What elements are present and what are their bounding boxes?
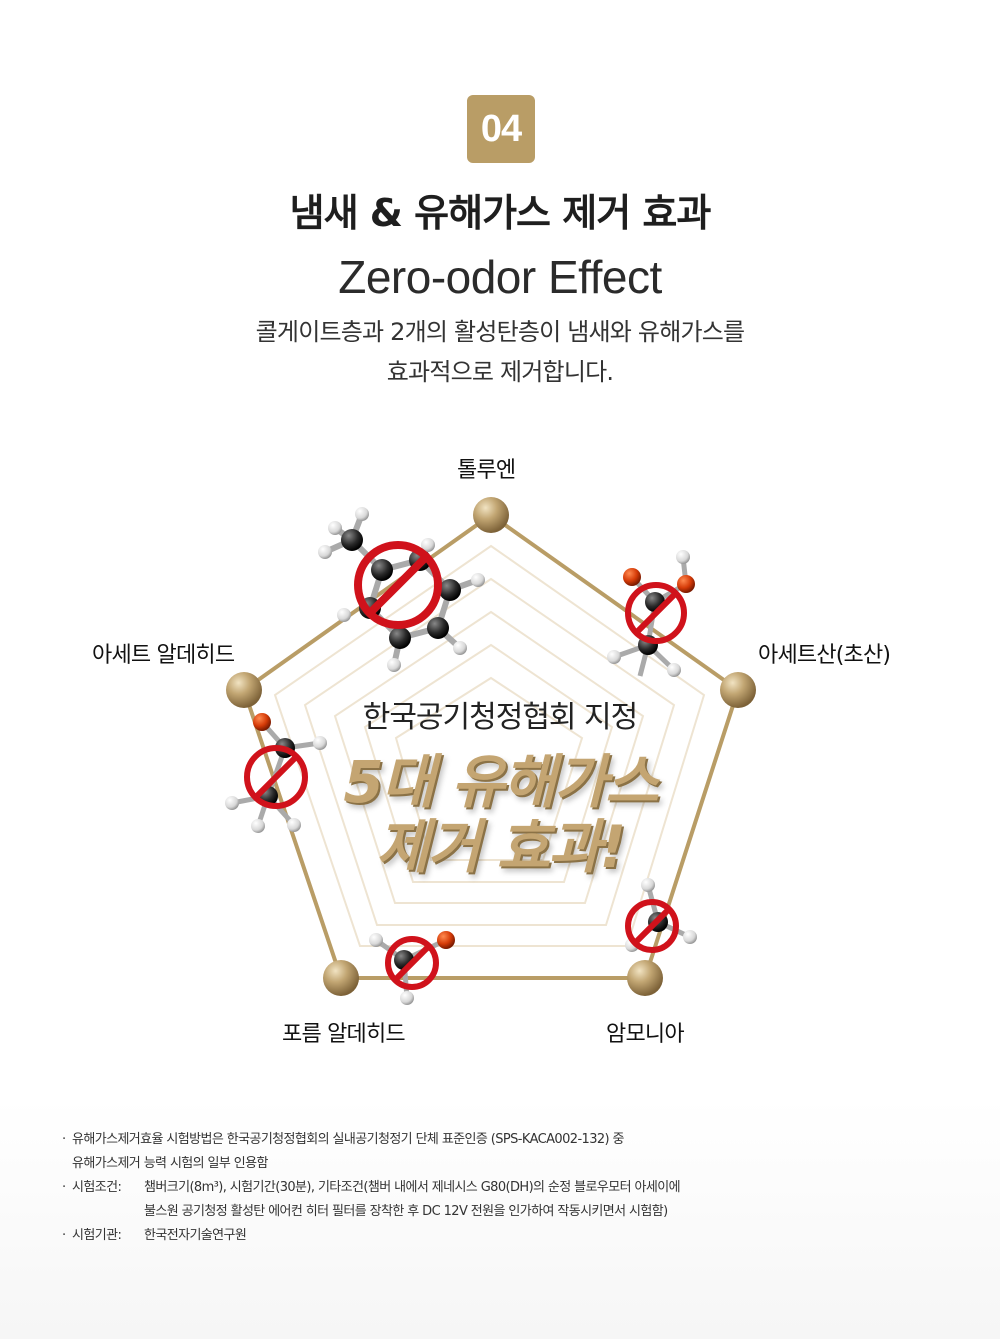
footnote-line: 유해가스제거효율 시험방법은 한국공기청정협회의 실내공기청정기 단체 표준인증… xyxy=(72,1132,625,1147)
footnote-item: · 시험기관: 한국전자기술연구원 xyxy=(62,1224,942,1248)
vertex-ball-formaldehyde xyxy=(323,960,359,996)
section-description: 콜게이트층과 2개의 활성탄층이 냄새와 유해가스를 효과적으로 제거합니다. xyxy=(0,312,1000,392)
prohibit-icon xyxy=(625,582,687,644)
footnote-item: · 유해가스제거효율 시험방법은 한국공기청정협회의 실내공기청정기 단체 표준… xyxy=(62,1128,942,1176)
vertex-label-formaldehyde: 포름 알데히드 xyxy=(282,1022,406,1047)
footnote-key: 시험기관: xyxy=(72,1228,122,1243)
footnotes: · 유해가스제거효율 시험방법은 한국공기청정협회의 실내공기청정기 단체 표준… xyxy=(62,1128,942,1248)
outer-pentagon xyxy=(241,512,741,980)
bullet-dot: · xyxy=(62,1228,66,1243)
bullet-dot: · xyxy=(62,1132,66,1147)
vertex-label-acetaldehyde: 아세트 알데히드 xyxy=(92,643,235,668)
acetaldehyde-molecule-icon xyxy=(225,713,327,833)
section-number-badge: 04 xyxy=(467,95,535,163)
footnote-line: 챔버크기(8m³), 시험기간(30분), 기타조건(챔버 내에서 제네시스 G… xyxy=(144,1180,681,1195)
footnote-line: 유해가스제거 능력 시험의 일부 인용함 xyxy=(72,1156,268,1171)
prohibit-icon xyxy=(354,541,442,629)
vertex-ball-acetaldehyde xyxy=(226,672,262,708)
prohibit-icon xyxy=(625,899,679,953)
vertex-ball-ammonia xyxy=(627,960,663,996)
prohibit-icon xyxy=(244,745,308,809)
footnote-body: 챔버크기(8m³), 시험기간(30분), 기타조건(챔버 내에서 제네시스 G… xyxy=(144,1176,942,1224)
vertex-label-acetic-acid: 아세트산(초산) xyxy=(758,643,891,668)
certification-label: 한국공기청정협회 지정 xyxy=(362,700,639,735)
footnote-line: 한국전자기술연구원 xyxy=(144,1228,247,1243)
prohibit-icon xyxy=(385,936,439,990)
headline-line-2: 제거 효과! xyxy=(375,813,626,881)
footnote-key: 시험조건: xyxy=(72,1180,122,1195)
vertex-label-ammonia: 암모니아 xyxy=(606,1022,685,1047)
description-line: 콜게이트층과 2개의 활성탄층이 냄새와 유해가스를 xyxy=(255,318,745,346)
footnote-body: 유해가스제거효율 시험방법은 한국공기청정협회의 실내공기청정기 단체 표준인증… xyxy=(72,1128,942,1176)
footnote-item: · 시험조건: 챔버크기(8m³), 시험기간(30분), 기타조건(챔버 내에… xyxy=(62,1176,942,1224)
vertex-ball-toluene xyxy=(473,497,509,533)
headline-line-1: 5대 유해가스 xyxy=(343,748,658,816)
vertex-ball-acetic-acid xyxy=(720,672,756,708)
footnote-line: 불스원 공기청정 활성탄 에어컨 히터 필터를 장착한 후 DC 12V 전원을… xyxy=(144,1204,668,1219)
vertex-label-toluene: 톨루엔 xyxy=(457,458,516,483)
section-title: 냄새 & 유해가스 제거 효과 xyxy=(289,191,712,235)
formaldehyde-molecule-icon xyxy=(369,931,455,1005)
footnote-body: 한국전자기술연구원 xyxy=(144,1224,942,1248)
english-subtitle: Zero-odor Effect xyxy=(338,251,662,303)
pentagon-diagram xyxy=(225,497,756,1005)
description-line: 효과적으로 제거합니다. xyxy=(386,358,614,386)
bullet-dot: · xyxy=(62,1180,66,1195)
